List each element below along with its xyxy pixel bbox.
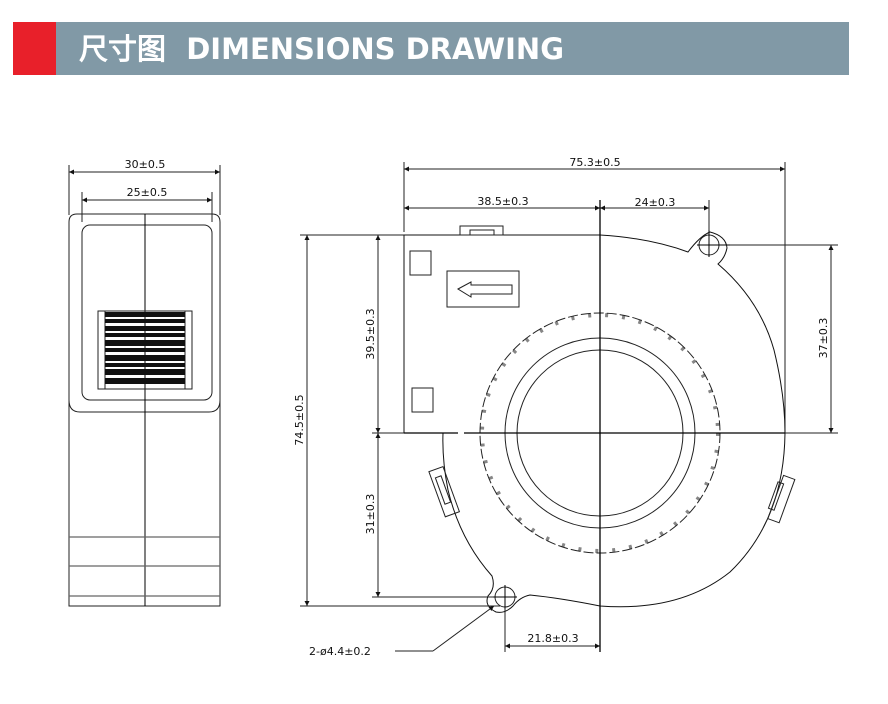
title-en: DIMENSIONS DRAWING <box>186 32 564 66</box>
dim-center-to-bottom-hole: 31±0.3 <box>364 494 377 535</box>
dim-overall-width: 75.3±0.5 <box>569 156 620 169</box>
dim-overall-height: 74.5±0.5 <box>293 394 306 445</box>
section-title: 尺寸图 DIMENSIONS DRAWING <box>79 30 564 68</box>
title-cn: 尺寸图 <box>79 32 167 66</box>
header-accent-bar <box>13 22 56 75</box>
dim-top-to-center: 39.5±0.3 <box>364 308 377 359</box>
dim-mounting-holes: 2-ø4.4±0.2 <box>309 645 371 658</box>
dim-left-to-center: 38.5±0.3 <box>477 195 528 208</box>
side-view <box>68 165 221 607</box>
section-header-banner: 尺寸图 DIMENSIONS DRAWING <box>13 22 849 75</box>
dim-side-inner-width: 25±0.5 <box>127 186 168 199</box>
front-view <box>300 162 838 652</box>
dim-side-overall-width: 30±0.5 <box>125 158 166 171</box>
dim-right-hole-to-center: 37±0.3 <box>817 318 830 359</box>
dim-center-to-hole: 24±0.3 <box>635 196 676 209</box>
dim-bottom-hole-to-center: 21.8±0.3 <box>527 632 578 645</box>
